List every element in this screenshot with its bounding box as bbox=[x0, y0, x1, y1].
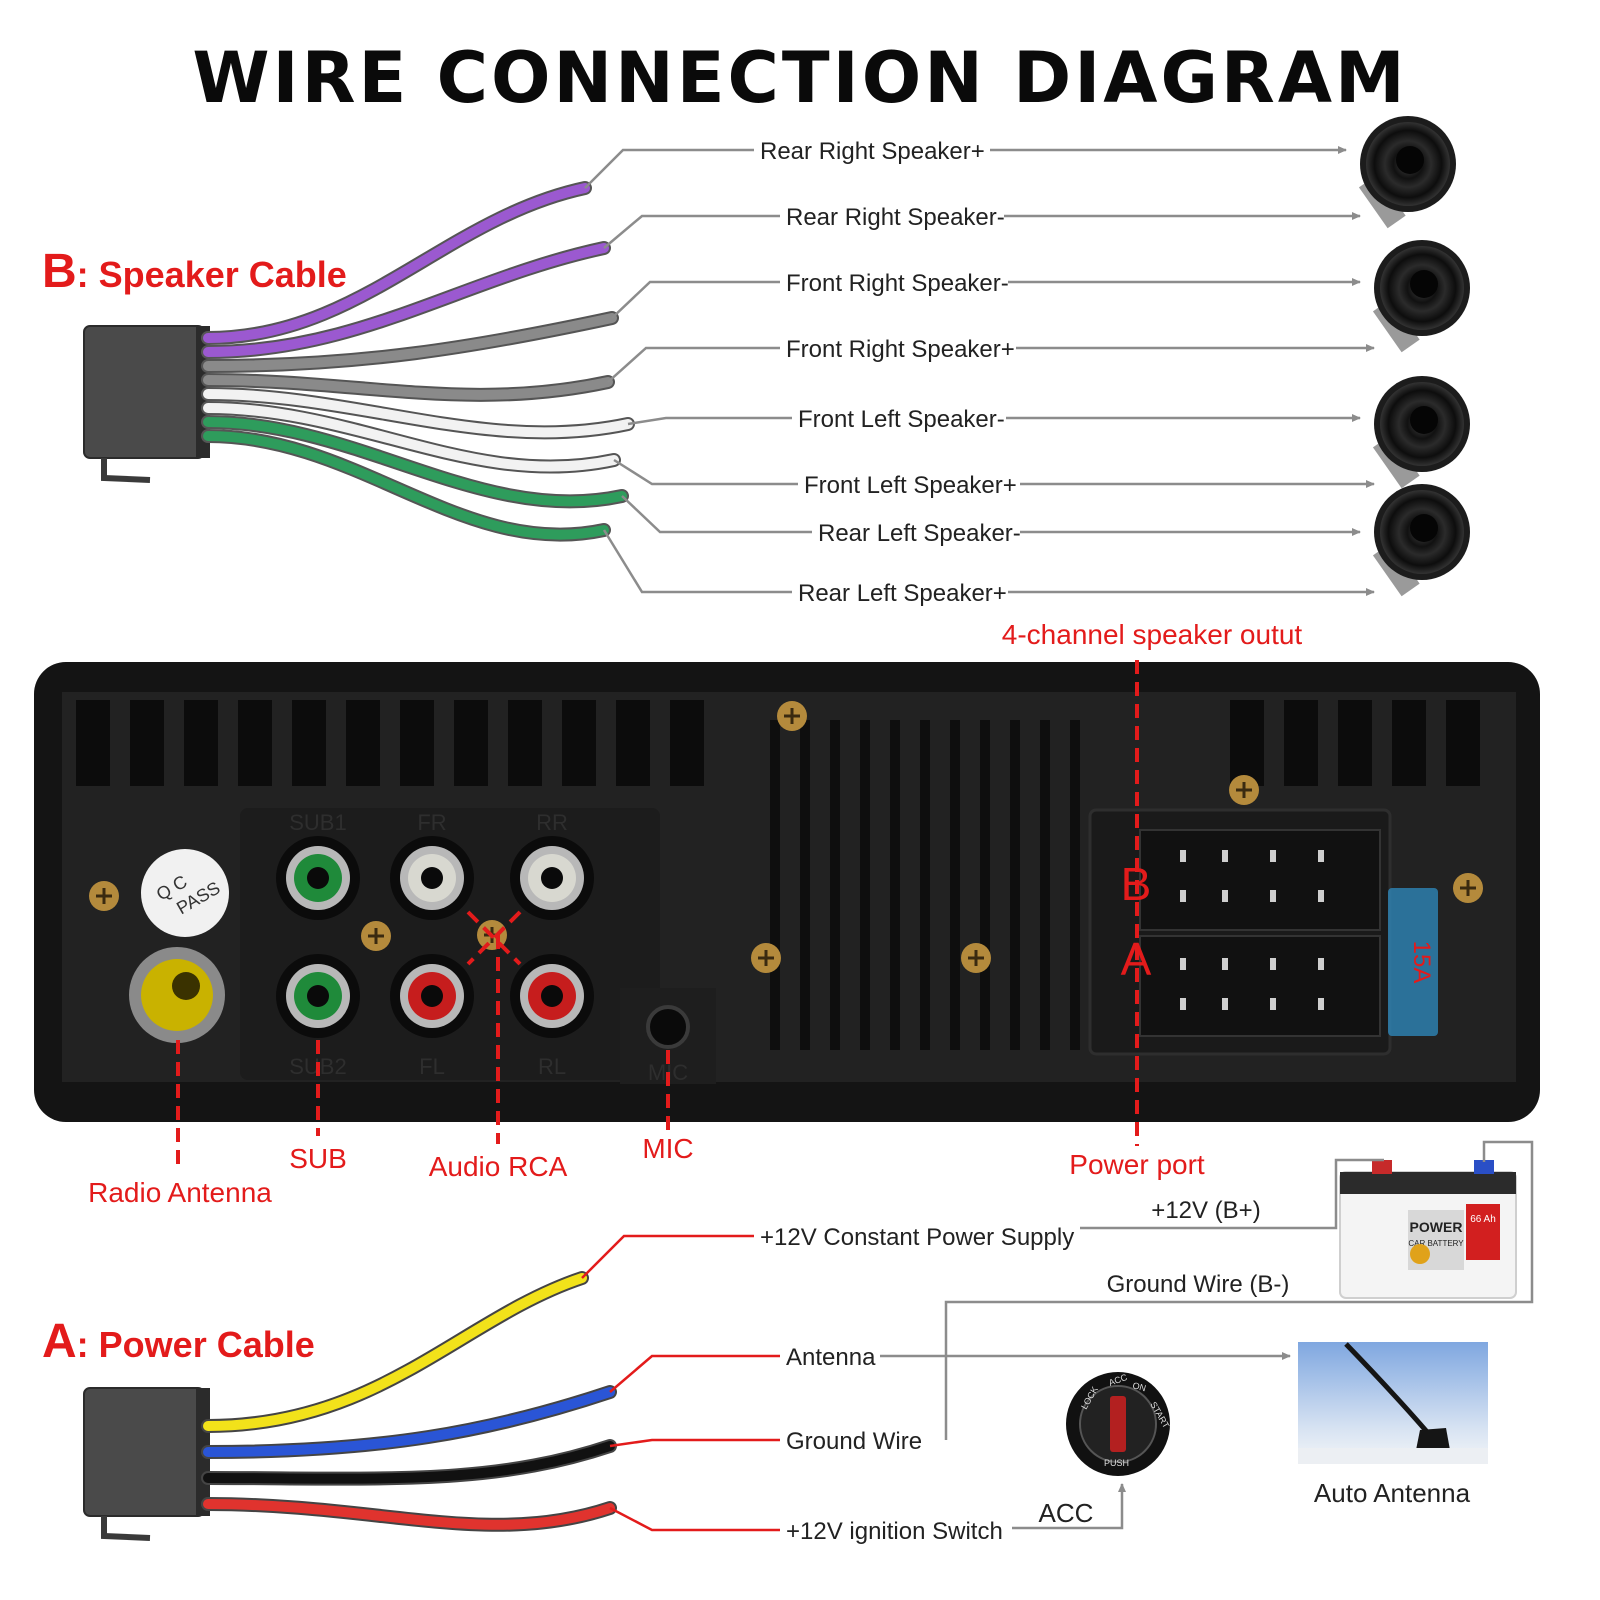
speaker-leader-line bbox=[602, 529, 792, 594]
power-cable-letter: A bbox=[42, 1315, 77, 1368]
speaker-leader-line bbox=[621, 495, 812, 534]
head-unit-rear: Q C PASS SUB1 FR RR SUB2 FL RL MIC bbox=[34, 662, 1540, 1122]
speaker-cable-label: : Speaker Cable bbox=[77, 254, 347, 295]
power-leader-line bbox=[581, 1234, 754, 1279]
speaker-wire-label: Rear Right Speaker- bbox=[786, 204, 1005, 231]
rca-jacks bbox=[276, 836, 594, 1038]
speaker-wire bbox=[203, 417, 627, 507]
battery-plus-label: +12V (B+) bbox=[1151, 1197, 1260, 1224]
mic-jack: MIC bbox=[620, 988, 716, 1085]
power-wire-label: +12V ignition Switch bbox=[786, 1518, 1003, 1545]
speaker-wire-outline bbox=[201, 429, 611, 542]
power-connector bbox=[83, 1387, 210, 1541]
speaker-wire bbox=[203, 375, 613, 400]
jack-label-fr: FR bbox=[417, 810, 446, 835]
speaker-icons bbox=[1358, 116, 1470, 597]
cooling-fins bbox=[76, 700, 1480, 1050]
speaker-wire bbox=[203, 243, 609, 357]
speaker-wire bbox=[203, 431, 609, 540]
speaker-wire-label: Rear Left Speaker- bbox=[818, 520, 1021, 547]
speaker-wire bbox=[203, 183, 590, 343]
callout-mic: MIC bbox=[642, 1133, 693, 1164]
speaker-wire-label: Rear Right Speaker+ bbox=[760, 138, 985, 165]
svg-text:A: Power Cable: A: Power Cable bbox=[42, 1315, 315, 1368]
speaker-wire-labels: Rear Right Speaker+ Rear Right Speaker- Fr… bbox=[584, 138, 1375, 607]
jack-label-fl: FL bbox=[419, 1054, 445, 1079]
power-wire-labels: +12V Constant Power SupplyAntennaGround … bbox=[581, 1224, 1074, 1545]
car-battery: POWER CAR BATTERY 66 Ah bbox=[1339, 1160, 1517, 1299]
power-wire bbox=[203, 1273, 587, 1431]
svg-text:ON: ON bbox=[1131, 1380, 1147, 1393]
rca-jack bbox=[276, 836, 360, 920]
jack-label-rl: RL bbox=[538, 1054, 566, 1079]
power-leader-line bbox=[609, 1354, 780, 1393]
qc-pass-sticker: Q C PASS bbox=[141, 849, 229, 937]
speaker-connector bbox=[83, 325, 210, 483]
speaker-wire bbox=[203, 313, 617, 371]
svg-text:B: Speaker Cable: B: Speaker Cable bbox=[42, 245, 347, 298]
rca-jack bbox=[390, 836, 474, 920]
fuse bbox=[1388, 888, 1438, 1036]
speaker-icon bbox=[1358, 116, 1456, 229]
svg-text:PUSH: PUSH bbox=[1104, 1458, 1129, 1468]
speaker-wire bbox=[203, 389, 633, 438]
speaker-wire bbox=[203, 403, 619, 472]
power-leader-line bbox=[609, 1438, 780, 1448]
page-title: WIRE CONNECTION DIAGRAM bbox=[192, 37, 1407, 119]
callout-speaker-output: 4-channel speaker outut bbox=[1002, 619, 1303, 650]
battery-subtitle: CAR BATTERY bbox=[1408, 1239, 1464, 1248]
speaker-leader-line bbox=[613, 458, 798, 486]
power-wire-label: Ground Wire bbox=[786, 1428, 922, 1455]
battery-brand: POWER bbox=[1410, 1219, 1463, 1235]
callout-power-port: Power port bbox=[1069, 1149, 1205, 1180]
power-wire bbox=[203, 1441, 615, 1484]
power-wire-label: +12V Constant Power Supply bbox=[760, 1224, 1074, 1251]
speaker-leader-line bbox=[611, 280, 780, 319]
callout-audio-rca: Audio RCA bbox=[429, 1151, 568, 1182]
rca-jack bbox=[510, 954, 594, 1038]
power-cable-label: : Power Cable bbox=[77, 1324, 315, 1365]
rca-jack bbox=[276, 954, 360, 1038]
fuse-rating: 15A bbox=[1408, 941, 1435, 984]
speaker-wire-label: Front Left Speaker+ bbox=[804, 472, 1017, 499]
speaker-leader-line bbox=[607, 346, 780, 383]
speaker-wires bbox=[201, 181, 635, 542]
power-cable-heading: A: Power Cable bbox=[42, 1315, 315, 1368]
callout-sub: SUB bbox=[289, 1143, 347, 1174]
auto-antenna-image bbox=[1298, 1342, 1488, 1464]
power-connection-lines bbox=[880, 1140, 1534, 1530]
power-wire bbox=[203, 1387, 615, 1457]
speaker-wire-label: Front Left Speaker- bbox=[798, 406, 1005, 433]
rca-jack bbox=[390, 954, 474, 1038]
speaker-icon bbox=[1372, 240, 1470, 353]
auto-antenna-label: Auto Antenna bbox=[1314, 1478, 1471, 1508]
speaker-icon bbox=[1372, 376, 1470, 489]
callout-lines bbox=[176, 660, 1139, 1170]
jack-label-rr: RR bbox=[536, 810, 568, 835]
antenna-jack bbox=[129, 947, 225, 1043]
power-wires bbox=[201, 1271, 617, 1532]
speaker-icon bbox=[1372, 484, 1470, 597]
power-wire-label: Antenna bbox=[786, 1344, 876, 1371]
battery-ground-label: Ground Wire (B-) bbox=[1107, 1271, 1290, 1298]
power-wire bbox=[203, 1499, 615, 1530]
acc-label: ACC bbox=[1039, 1498, 1094, 1528]
power-leader-line bbox=[609, 1506, 780, 1532]
speaker-wire-label: Rear Left Speaker+ bbox=[798, 580, 1007, 607]
jack-label-sub1: SUB1 bbox=[289, 810, 346, 835]
ignition-switch-icon: LOCK ACC ON START PUSH bbox=[1066, 1372, 1172, 1476]
battery-capacity: 66 Ah bbox=[1470, 1214, 1496, 1225]
speaker-leader-line bbox=[603, 214, 780, 249]
speaker-leader-line bbox=[584, 148, 754, 189]
speaker-wire-label: Front Right Speaker+ bbox=[786, 336, 1015, 363]
speaker-leader-line bbox=[627, 416, 792, 426]
callout-radio-antenna: Radio Antenna bbox=[88, 1177, 272, 1208]
speaker-cable-heading: B: Speaker Cable bbox=[42, 245, 347, 298]
iso-power-port: 15A B A bbox=[1088, 808, 1438, 1056]
speaker-wire-label: Front Right Speaker- bbox=[786, 270, 1009, 297]
rca-jack bbox=[510, 836, 594, 920]
speaker-cable-letter: B bbox=[42, 245, 77, 298]
